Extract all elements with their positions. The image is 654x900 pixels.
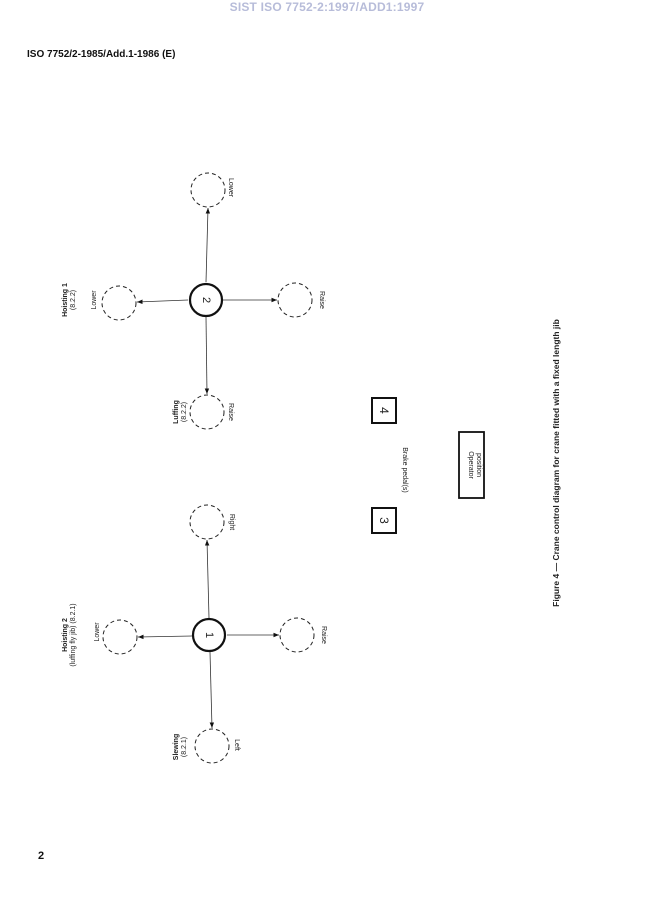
group-ref: (8.2.2)	[181, 402, 188, 422]
position-circle	[277, 282, 313, 318]
group-title-hoisting-2: Hoisting 2	[62, 618, 69, 652]
label-right: Right	[228, 514, 235, 530]
arrow-down	[204, 316, 210, 395]
label-lower: Lower	[227, 178, 234, 198]
position-circle	[101, 285, 137, 321]
group-ref: (8.2.2)	[70, 290, 77, 310]
label-lower: Lower	[94, 622, 101, 642]
position-circle	[102, 619, 138, 655]
arrow-down	[209, 651, 215, 729]
watermark: SIST ISO 7752-2:1997/ADD1:1997	[229, 0, 425, 14]
control-number-2: 2	[200, 297, 212, 303]
arrow-up	[204, 539, 210, 619]
label-raise: Raise	[318, 291, 325, 309]
group-title-luffing: Luffing	[173, 400, 180, 424]
document-header: ISO 7752/2-1985/Add.1-1986 (E)	[27, 49, 176, 60]
group-ref: (8.2.1)	[181, 737, 188, 757]
control-number-1: 1	[203, 632, 215, 638]
arrow-left	[137, 634, 193, 640]
control-1-group: 1 Right Lower Raise Left Hoisting 2 (luf…	[62, 504, 327, 764]
position-circle	[194, 728, 230, 764]
operator-position-box	[458, 431, 485, 499]
group-ref: (luffing fly jib) (8.2.1)	[70, 603, 77, 666]
pedal-4-box	[371, 397, 397, 424]
position-circle	[190, 172, 226, 208]
position-circle	[279, 617, 315, 653]
arrow-left	[136, 299, 189, 305]
page-number: 2	[38, 850, 45, 862]
pedal-3-number: 3	[377, 517, 391, 524]
pedal-3-box	[371, 507, 397, 534]
arrow-up	[205, 207, 211, 283]
control-knob-2	[188, 282, 224, 318]
position-circle	[189, 394, 225, 430]
group-title-slewing: Slewing	[173, 734, 180, 760]
position-circle	[189, 504, 225, 540]
control-knob-1	[191, 617, 227, 653]
group-title-hoisting-1: Hoisting 1	[62, 283, 69, 317]
operator-position-label: Operator	[467, 451, 474, 479]
label-lower: Lower	[91, 290, 98, 310]
figure-caption: Figure 4 — Crane control diagram for cra…	[551, 319, 561, 607]
operator-position-label: position	[475, 453, 482, 477]
pedal-4-number: 4	[377, 407, 391, 414]
control-2-group: 2 Lower Lower Raise Raise Hoisting 1 (8.…	[62, 172, 325, 430]
brake-pedals-label: Brake pedal(s)	[401, 447, 408, 493]
label-raise: Raise	[320, 626, 327, 644]
label-left: Left	[233, 739, 240, 751]
label-raise: Raise	[227, 403, 234, 421]
